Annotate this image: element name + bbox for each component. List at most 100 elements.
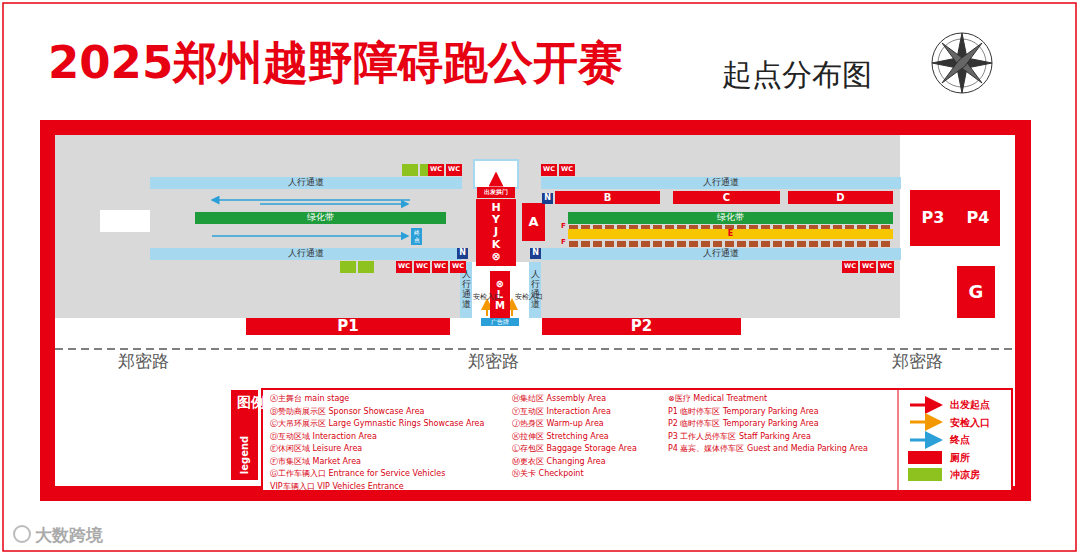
walkway: 人行通道 <box>150 248 462 260</box>
zone-box: C <box>673 191 780 204</box>
watermark: 大数跨境 <box>35 526 103 545</box>
zone-band: E <box>568 229 893 239</box>
toilet: WC <box>559 164 575 176</box>
parking-area: P4 <box>956 190 1000 246</box>
legend-text: P4 嘉宾、媒体停车区 Guest and Media Parking Area <box>668 445 868 454</box>
node-text: WC <box>862 263 874 270</box>
legend-heading: legend <box>239 436 250 474</box>
node-text: P3 <box>922 209 945 227</box>
legend-text: Ⓐ主舞台 main stage <box>270 395 349 404</box>
node-text: 人行通道 <box>531 270 540 310</box>
toilet: WC <box>428 164 444 176</box>
node-text: 人行通道 <box>462 270 471 310</box>
finish-box: 终点 <box>411 228 422 245</box>
road-name: 郑密路 <box>892 352 943 371</box>
zone-column: ⊗LM <box>490 271 510 318</box>
service-entrance: G <box>957 266 995 318</box>
toilet: WC <box>842 261 858 273</box>
node-text: P4 <box>967 209 990 227</box>
node-text: WC <box>416 263 428 270</box>
node-text: WC <box>448 166 460 173</box>
legend-text: Ⓕ市集区域 Market Area <box>270 458 361 467</box>
start-arch: 出发拱门 <box>477 187 515 198</box>
toilet: WC <box>446 164 462 176</box>
zone-box: B <box>555 191 660 204</box>
node-text: WC <box>434 263 446 270</box>
node-text: WC <box>844 263 856 270</box>
legend-text: 出发起点 <box>950 399 990 410</box>
node-text: M <box>495 300 505 311</box>
zone-column: HYJK⊗ <box>476 199 516 266</box>
legend-text: Ⓜ更衣区 Changing Area <box>512 458 606 467</box>
node-text: 广告牌 <box>491 319 509 326</box>
node-text: WC <box>398 263 410 270</box>
node-text: D <box>836 192 844 203</box>
legend-text: 厕所 <box>950 452 970 463</box>
legend-heading: 图例 <box>237 395 251 410</box>
road-name: 郑密路 <box>468 352 519 371</box>
node-text: ⊗ <box>496 278 504 289</box>
node-text: 人行通道 <box>288 178 324 188</box>
legend-text: VIP车辆入口 VIP Vehicles Entrance <box>270 483 404 492</box>
zone-box: D <box>788 191 893 204</box>
walkway: 人行通道 <box>541 177 901 189</box>
node-text: 绿化带 <box>717 213 744 223</box>
node-text: HYJK <box>491 202 502 250</box>
node-text: 终点 <box>414 230 420 243</box>
legend-text: P2 临时停车区 Temporary Parking Area <box>668 420 819 429</box>
legend-text: 终点 <box>950 434 970 445</box>
node-text: WC <box>880 263 892 270</box>
road-name: 郑密路 <box>118 352 169 371</box>
toilet: WC <box>396 261 412 273</box>
checkpoint: N <box>457 248 468 259</box>
zone-letter: F <box>561 223 566 231</box>
node-text: 人行通道 <box>703 178 739 188</box>
checkpoint: N <box>542 193 553 204</box>
entrance-note: 安检入口 <box>473 294 486 301</box>
toilet: WC <box>878 261 894 273</box>
zone-letter: F <box>561 239 566 247</box>
node-text: G <box>969 282 984 302</box>
greenbelt: 绿化带 <box>568 212 893 224</box>
subtitle: 起点分布图 <box>722 58 872 91</box>
legend-text: ⊗医疗 Medical Treatment <box>668 395 767 404</box>
node-text: WC <box>561 166 573 173</box>
node-text: 人行通道 <box>288 249 324 259</box>
legend-text: Ⓙ热身区 Warm-up Area <box>512 420 604 429</box>
entrance-note: 安检入口 <box>515 294 528 301</box>
zone-box: A <box>522 203 545 241</box>
node-text: 出发拱门 <box>484 189 508 196</box>
checkpoint: N <box>530 248 541 259</box>
legend-text: Ⓑ赞助商展示区 Sponsor Showcase Area <box>270 408 425 417</box>
billboard: 广告牌 <box>481 318 519 326</box>
legend-text: 冲凉房 <box>950 469 980 480</box>
legend-text: Ⓒ大吊环展示区 Large Gymnastic Rings Showcase A… <box>270 420 484 429</box>
node-text: ⊗ <box>491 251 500 263</box>
walkway: 人行通道 <box>150 177 462 189</box>
legend-swatch <box>908 468 942 481</box>
node-text: 绿化带 <box>307 213 334 223</box>
walkway: 人行通道 <box>541 248 901 260</box>
node-text: L <box>497 289 503 300</box>
toilet: WC <box>541 164 557 176</box>
node-text: B <box>604 192 612 203</box>
node-text: E <box>728 230 733 239</box>
toilet: WC <box>860 261 876 273</box>
legend-text: Ⓔ休闲区域 Leisure Area <box>270 445 362 454</box>
toilet: WC <box>414 261 430 273</box>
node-text: N <box>459 249 466 258</box>
parking-area: P3 <box>910 190 956 246</box>
greenbelt: 绿化带 <box>195 212 446 224</box>
legend-text: Ⓛ存包区 Baggage Storage Area <box>512 445 637 454</box>
node-text: WC <box>430 166 442 173</box>
node-text: 人行通道 <box>703 249 739 259</box>
node-text: WC <box>543 166 555 173</box>
node-text: N <box>544 194 551 203</box>
node-text: P2 <box>631 318 652 335</box>
node-text: A <box>528 215 538 229</box>
node-text: WC <box>452 263 464 270</box>
walkway: 人行通道 <box>529 262 541 318</box>
parking-area: P1 <box>246 318 450 335</box>
legend-text: Ⓝ关卡 Checkpoint <box>512 470 584 479</box>
legend-text: Ⓓ互动区域 Interaction Area <box>270 433 377 442</box>
